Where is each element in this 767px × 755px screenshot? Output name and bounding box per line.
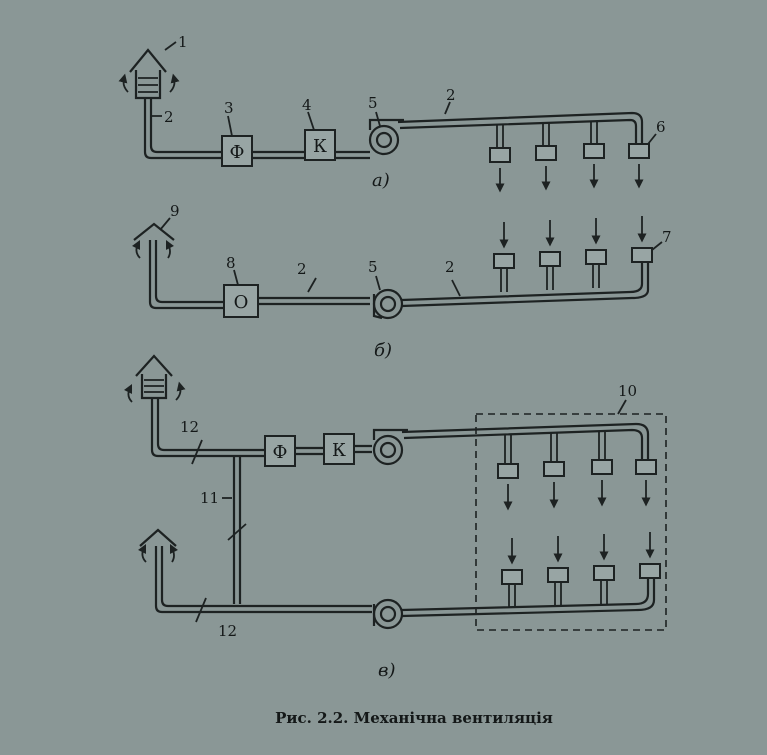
fan-icon [368, 118, 404, 156]
supply-duct [143, 98, 222, 160]
scheme-a: Ф К 1 2 3 4 5 2 [118, 33, 666, 193]
heater-label: К [332, 440, 346, 461]
callout-2: 2 [164, 108, 174, 126]
callout-6: 6 [656, 118, 666, 136]
callout-8: 8 [226, 254, 236, 272]
callout-1: 1 [178, 33, 188, 51]
callout-10: 10 [618, 382, 637, 400]
exhaust-inlets [501, 532, 661, 608]
heater-box [304, 129, 336, 161]
cleaner-box [223, 284, 259, 318]
callout-3: 3 [224, 99, 234, 117]
exhaust-hood-icon [131, 222, 175, 259]
exhaust-inlets [493, 216, 653, 292]
callout-2-main: 2 [446, 86, 456, 104]
air-intake-shaft-icon [118, 48, 180, 100]
supply-outlets [497, 431, 657, 511]
scheme-c: 10 12 11 Ф К [123, 354, 667, 681]
callout-2-b1: 2 [297, 260, 307, 278]
sublabel-a: а) [372, 170, 390, 191]
heater-box [323, 433, 355, 465]
callout-5: 5 [368, 94, 378, 112]
sublabel-b: б) [374, 340, 392, 361]
filter-label: Ф [230, 142, 245, 163]
callout-5-b: 5 [368, 258, 378, 276]
callout-4: 4 [302, 96, 312, 114]
callout-12-bottom: 12 [218, 622, 237, 640]
exhaust-hood-icon [137, 528, 179, 563]
scheme-b: О 9 8 2 5 2 7 б) [131, 202, 672, 361]
callout-11: 11 [200, 489, 219, 507]
heater-label: К [313, 136, 327, 157]
sublabel-c: в) [378, 660, 396, 681]
fan-icon [372, 288, 404, 320]
cleaner-label: О [234, 292, 249, 313]
air-intake-shaft-icon [123, 354, 186, 403]
filter-box [221, 135, 253, 167]
filter-box [264, 435, 296, 467]
supply-outlets [489, 121, 650, 193]
figure-caption: Рис. 2.2. Механічна вентиляція [275, 709, 553, 727]
supply-fan-icon [372, 428, 408, 466]
callout-9: 9 [170, 202, 180, 220]
callout-2-b2: 2 [445, 258, 455, 276]
filter-label: Ф [273, 442, 288, 463]
callout-7: 7 [662, 228, 672, 246]
exhaust-fan-icon [372, 598, 404, 630]
callout-12-top: 12 [180, 418, 199, 436]
